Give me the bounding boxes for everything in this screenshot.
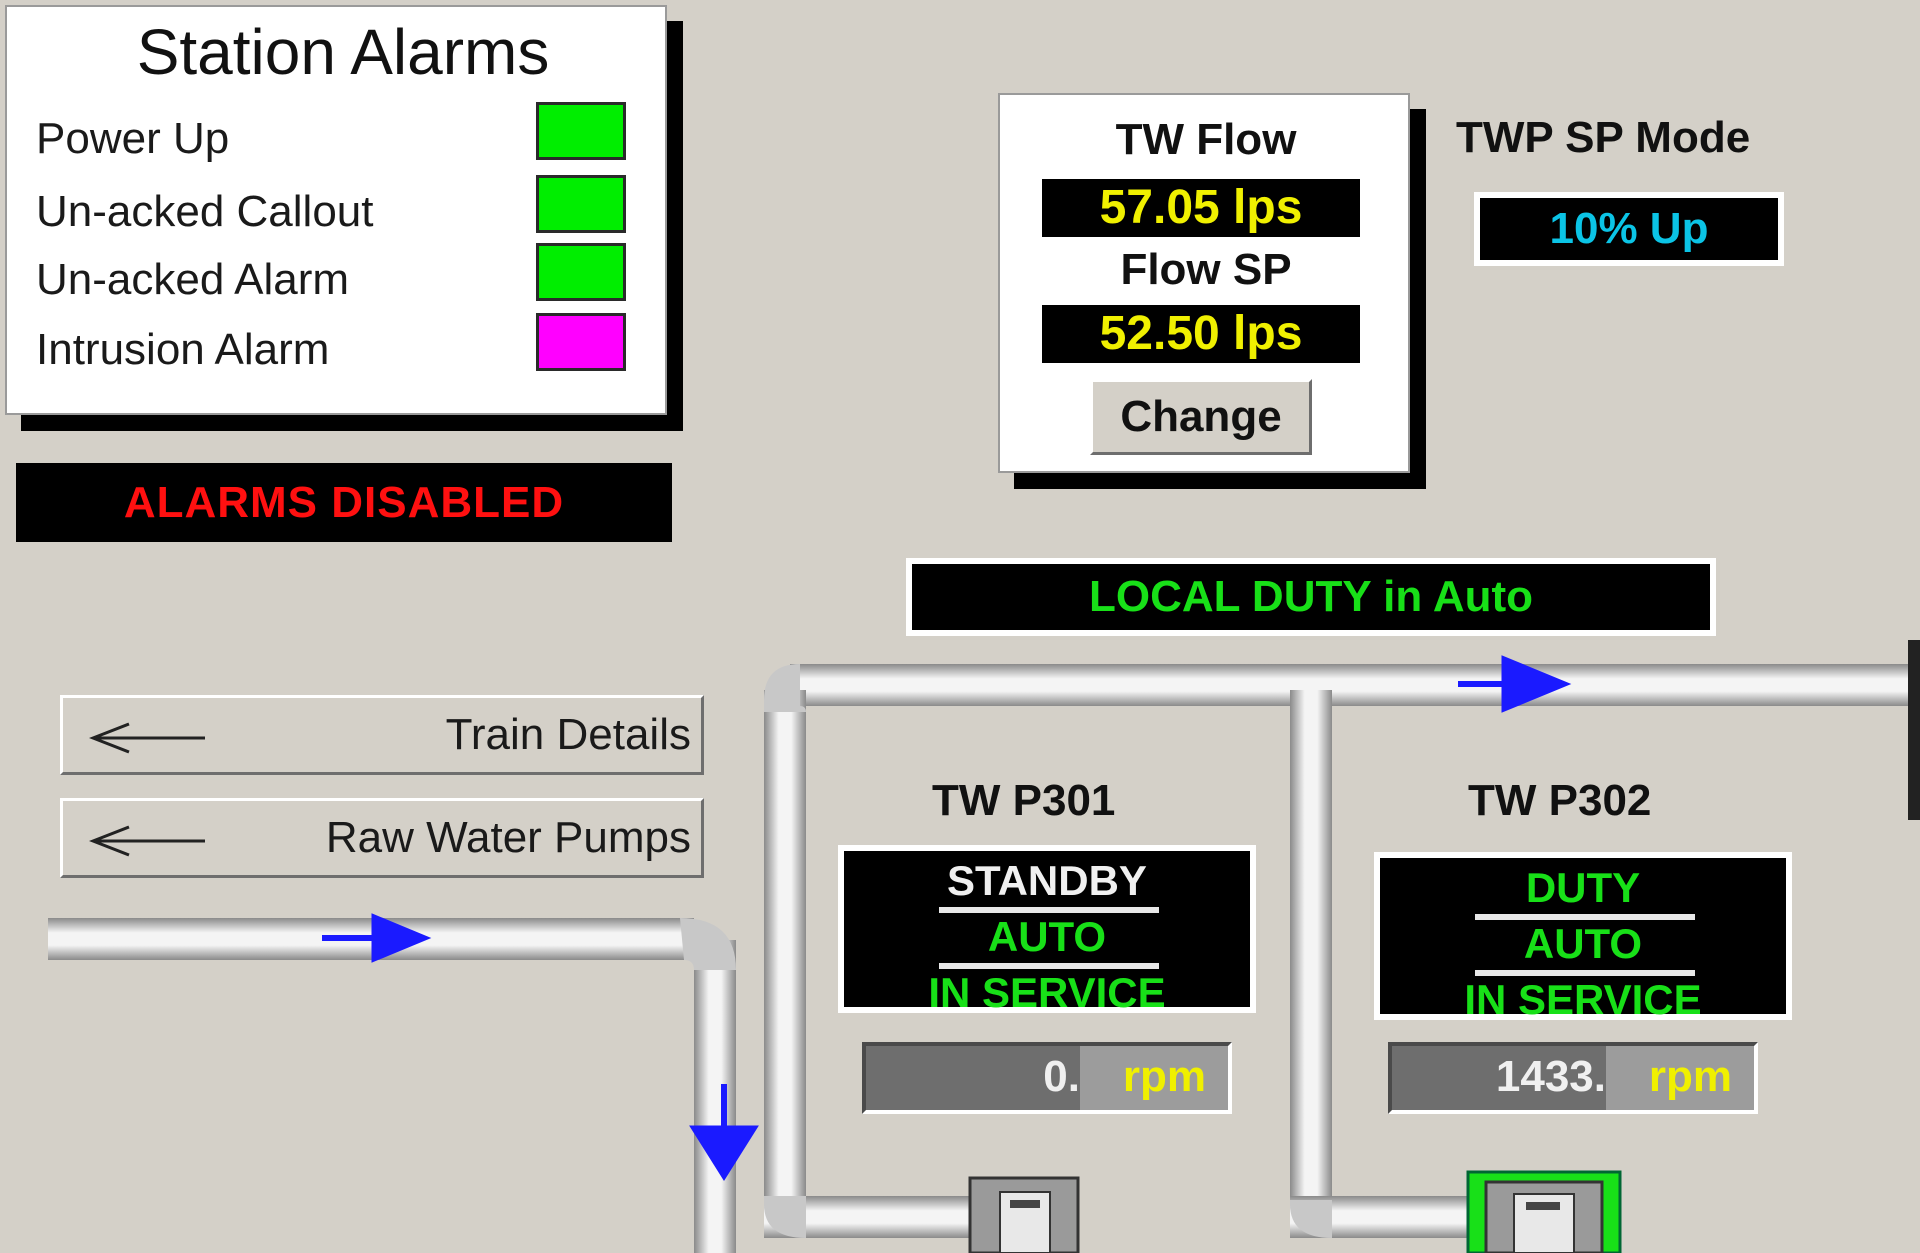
flow-arrow-header-icon (1458, 655, 1572, 713)
left-arrow-icon (89, 722, 205, 754)
nav-label: Train Details (445, 710, 691, 759)
alarm-label: Intrusion Alarm (36, 325, 330, 374)
alarm-label: Un-acked Callout (36, 187, 374, 236)
flow-sp-label: Flow SP (1120, 245, 1292, 294)
status-divider (939, 907, 1159, 913)
change-setpoint-button[interactable]: Change (1090, 379, 1312, 455)
pump-p302-speed: 1433. rpm (1388, 1042, 1758, 1114)
pump-speed-value: 0. (1043, 1052, 1080, 1101)
sp-mode-label: TWP SP Mode (1456, 113, 1751, 162)
tw-flow-label: TW Flow (1115, 115, 1297, 164)
pump-p301-title: TW P301 (932, 776, 1116, 825)
station-alarms-panel: Station Alarms Power Up Un-acked Callout… (5, 5, 667, 415)
alarm-indicator (536, 175, 626, 233)
pump-p301-graphic (968, 1176, 1080, 1253)
inlet-pipe (48, 918, 736, 1253)
alarm-indicator (536, 102, 626, 160)
pump-speed-unit: rpm (1122, 1052, 1206, 1101)
alarm-indicator (536, 243, 626, 301)
flow-arrow-inlet-icon (322, 913, 432, 963)
discharge-header-pipe (764, 640, 1920, 1238)
flow-sp-value: 52.50 lps (1042, 305, 1360, 363)
pump-mode: AUTO (987, 913, 1107, 960)
pump-service: IN SERVICE (1464, 976, 1702, 1023)
nav-label: Raw Water Pumps (325, 813, 691, 862)
raw-water-pumps-button[interactable]: Raw Water Pumps (60, 798, 704, 878)
pump-mode: AUTO (1523, 920, 1643, 967)
sp-mode-value: 10% Up (1474, 192, 1784, 266)
pump-p302-status[interactable]: DUTY AUTO IN SERVICE (1374, 852, 1792, 1023)
pump-p302-title: TW P302 (1468, 776, 1652, 825)
alarm-row-power-up: Power Up (31, 102, 651, 172)
pump-p301-status[interactable]: STANDBY AUTO IN SERVICE (838, 845, 1256, 1016)
alarm-row-intrusion: Intrusion Alarm (31, 313, 651, 383)
flow-panel: TW Flow 57.05 lps Flow SP 52.50 lps Chan… (998, 93, 1410, 473)
alarms-disabled-banner: ALARMS DISABLED (16, 463, 672, 542)
train-details-button[interactable]: Train Details (60, 695, 704, 775)
flow-arrow-down-icon (689, 1084, 759, 1181)
left-arrow-icon (89, 825, 205, 857)
alarm-label: Un-acked Alarm (36, 255, 350, 304)
status-divider (1475, 914, 1695, 920)
alarm-indicator (536, 313, 626, 371)
pump-p301-speed: 0. rpm (862, 1042, 1232, 1114)
duty-mode-banner: LOCAL DUTY in Auto (906, 558, 1716, 636)
pump-state: DUTY (1525, 864, 1641, 911)
status-divider (1475, 970, 1695, 976)
station-alarms-title: Station Alarms (136, 16, 550, 88)
alarm-label: Power Up (36, 114, 230, 163)
alarm-row-unacked-alarm: Un-acked Alarm (31, 243, 651, 313)
status-divider (939, 963, 1159, 969)
alarm-row-unacked-callout: Un-acked Callout (31, 175, 651, 245)
rpm-unit-bg (1606, 1046, 1754, 1110)
rpm-unit-bg (1080, 1046, 1228, 1110)
pump-service: IN SERVICE (928, 969, 1166, 1016)
pump-p302-graphic (1466, 1170, 1622, 1253)
pump-state: STANDBY (947, 857, 1147, 904)
tw-flow-value: 57.05 lps (1042, 179, 1360, 237)
pump-speed-unit: rpm (1648, 1052, 1732, 1101)
pump-speed-value: 1433. (1495, 1052, 1606, 1101)
